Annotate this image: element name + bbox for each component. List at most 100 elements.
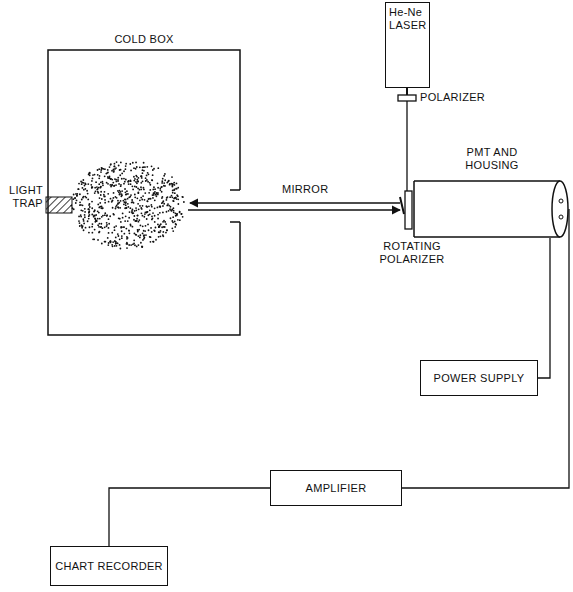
particle-dot	[76, 200, 78, 202]
particle-dot	[129, 232, 131, 234]
light-trap-label: LIGHT TRAP	[2, 184, 43, 210]
particle-dot	[88, 173, 90, 175]
particle-dot	[141, 212, 143, 214]
particle-dot	[151, 206, 153, 208]
particle-dot	[88, 215, 90, 217]
particle-dot	[159, 212, 161, 214]
particle-dot	[150, 241, 152, 243]
particle-dot	[120, 221, 122, 223]
particle-dot	[177, 187, 179, 189]
particle-dot	[89, 172, 91, 174]
particle-dot	[117, 233, 119, 235]
particle-dot	[164, 173, 166, 175]
particle-dot	[148, 205, 150, 207]
particle-dot	[90, 184, 92, 186]
particle-dot	[89, 226, 91, 228]
particle-dot	[110, 164, 112, 166]
particle-dot	[166, 229, 168, 231]
particle-dot	[131, 199, 133, 201]
particle-dot	[135, 162, 137, 164]
particle-dot	[111, 200, 113, 202]
particle-dot	[132, 209, 134, 211]
particle-dot	[119, 238, 121, 240]
particle-dot	[80, 181, 82, 183]
particle-dot	[107, 244, 109, 246]
particle-dot	[158, 236, 160, 238]
particle-dot	[115, 241, 117, 243]
particle-dot	[91, 180, 93, 182]
node-label: POWER SUPPLY	[425, 372, 533, 385]
particle-dot	[148, 229, 150, 231]
particle-dot	[174, 189, 176, 191]
particle-dot	[81, 199, 83, 201]
particle-dot	[161, 182, 163, 184]
particle-dot	[179, 211, 181, 213]
particle-dot	[118, 183, 120, 185]
particle-dot	[133, 243, 135, 245]
particle-dot	[137, 230, 139, 232]
particle-dot	[136, 218, 138, 220]
particle-dot	[91, 214, 93, 216]
particle-dot	[133, 167, 135, 169]
particle-dot	[175, 224, 177, 226]
particle-dot	[166, 199, 168, 201]
particle-dot	[128, 217, 130, 219]
particle-dot	[125, 215, 127, 217]
particle-dot	[125, 228, 127, 230]
particle-dot	[100, 171, 102, 173]
particle-dot	[174, 226, 176, 228]
particle-dot	[166, 197, 168, 199]
particle-dot	[80, 204, 82, 206]
particle-dot	[115, 225, 117, 227]
particle-dot	[110, 198, 112, 200]
particle-dot	[166, 230, 168, 232]
particle-dot	[153, 194, 155, 196]
particle-dot	[166, 211, 168, 213]
particle-dot	[83, 229, 85, 231]
particle-dot	[119, 193, 121, 195]
particle-dot	[181, 196, 183, 198]
signal-wire	[538, 238, 550, 378]
particle-dot	[98, 232, 100, 234]
particle-dot	[157, 182, 159, 184]
particle-dot	[127, 220, 129, 222]
particle-dot	[100, 186, 102, 188]
particle-dot	[122, 200, 124, 202]
particle-dot	[179, 212, 181, 214]
particle-dot	[151, 165, 153, 167]
particle-dot	[155, 227, 157, 229]
particle-dot	[91, 186, 93, 188]
particle-dot	[182, 216, 184, 218]
particle-dot	[177, 219, 179, 221]
particle-dot	[78, 220, 80, 222]
particle-dot	[139, 237, 141, 239]
particle-dot	[172, 200, 174, 202]
particle-dot	[132, 226, 134, 228]
particle-dot	[134, 194, 136, 196]
particle-dot	[167, 181, 169, 183]
particle-dot	[179, 219, 181, 221]
particle-dot	[173, 207, 175, 209]
particle-dot	[162, 205, 164, 207]
particle-dot	[104, 168, 106, 170]
particle-dot	[78, 216, 80, 218]
particle-dot	[127, 181, 129, 183]
particle-dot	[173, 189, 175, 191]
particle-dot	[144, 211, 146, 213]
particle-dot	[164, 179, 166, 181]
power-supply-box: POWER SUPPLY	[420, 360, 538, 396]
particle-dot	[108, 218, 110, 220]
particle-dot	[134, 244, 136, 246]
particle-dot	[93, 215, 95, 217]
particle-dot	[144, 192, 146, 194]
particle-dot	[82, 210, 84, 212]
particle-dot	[140, 207, 142, 209]
particle-dot	[138, 208, 140, 210]
particle-dot	[91, 226, 93, 228]
particle-dot	[132, 162, 134, 164]
particle-dot	[114, 245, 116, 247]
particle-dot	[129, 211, 131, 213]
particle-dot	[136, 197, 138, 199]
particle-dot	[139, 234, 141, 236]
particle-dot	[114, 163, 116, 165]
